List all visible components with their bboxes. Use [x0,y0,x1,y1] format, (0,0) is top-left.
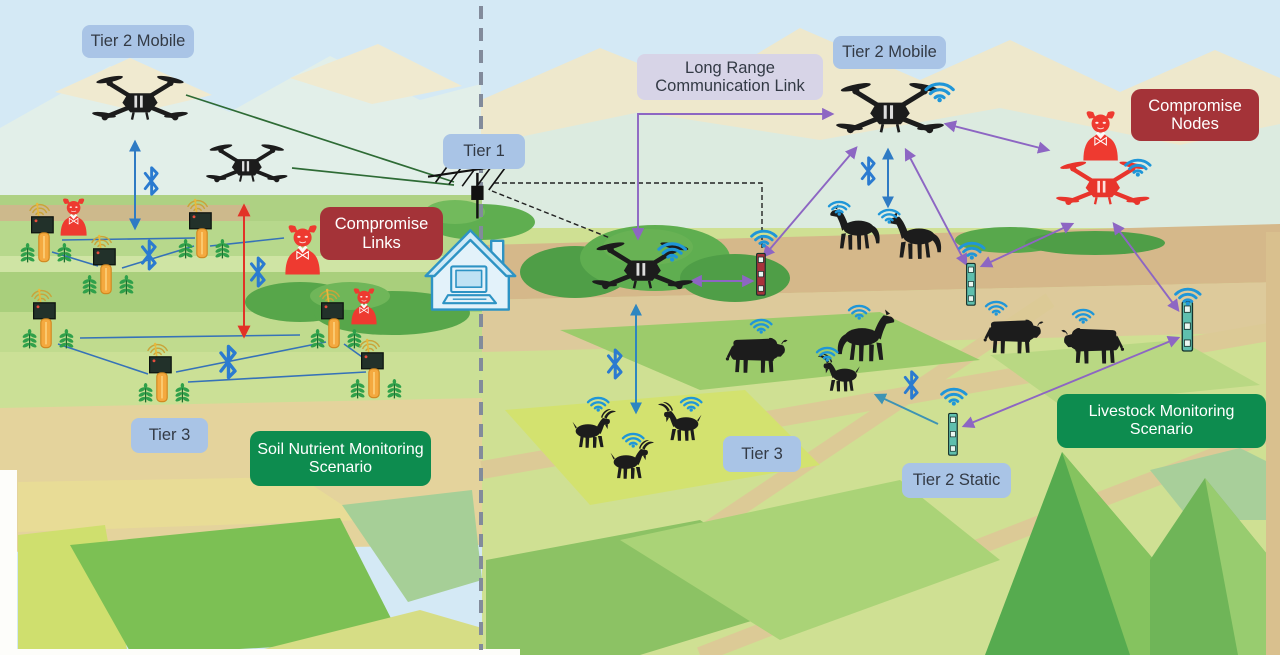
mesh-link [79,334,301,339]
lr-link-reddrone-node3 [1112,222,1180,312]
mesh-link [61,237,196,241]
label-compromise-nodes: Compromise Nodes [1131,89,1259,141]
lr-link-node1-reddrone [979,222,1075,268]
lr-link-drone3-drone4 [631,107,835,241]
label-tier2-static: Tier 2 Static [902,463,1011,498]
lr-link-node3-node2 [961,336,1181,428]
label-compromise-links: Compromise Links [320,207,443,260]
bluetooth-links [129,139,939,425]
static-node-icon [966,262,976,306]
bt-link-node-goat [873,393,939,425]
mesh-link [57,343,149,375]
uplink-drone1-antenna [185,94,455,183]
mesh-link [187,371,367,383]
label-tier3-right: Tier 3 [723,436,801,472]
static-node-icon [948,412,958,456]
label-long-range-link: Long Range Communication Link [637,54,823,100]
label-livestock-scenario: Livestock Monitoring Scenario [1057,394,1266,448]
drone-to-antenna-links [185,94,455,186]
mesh-link [175,341,327,373]
label-soil-scenario: Soil Nutrient Monitoring Scenario [250,431,431,486]
uplink-drone2-antenna [291,167,455,186]
label-tier1: Tier 1 [443,134,525,169]
lr-link-drone4-node1 [904,147,968,267]
dashed-link-antenna-drone [491,190,611,239]
compromised-static-node-icon [756,252,766,296]
lr-link-drone4-attacker [943,120,1051,154]
label-tier2-mobile-right: Tier 2 Mobile [833,36,946,69]
static-node-icon [1181,301,1194,352]
label-tier3-left: Tier 3 [131,418,208,453]
long-range-links [631,107,1181,428]
label-tier2-mobile-left: Tier 2 Mobile [82,25,194,58]
lr-link-rednode-drone4 [762,146,858,258]
